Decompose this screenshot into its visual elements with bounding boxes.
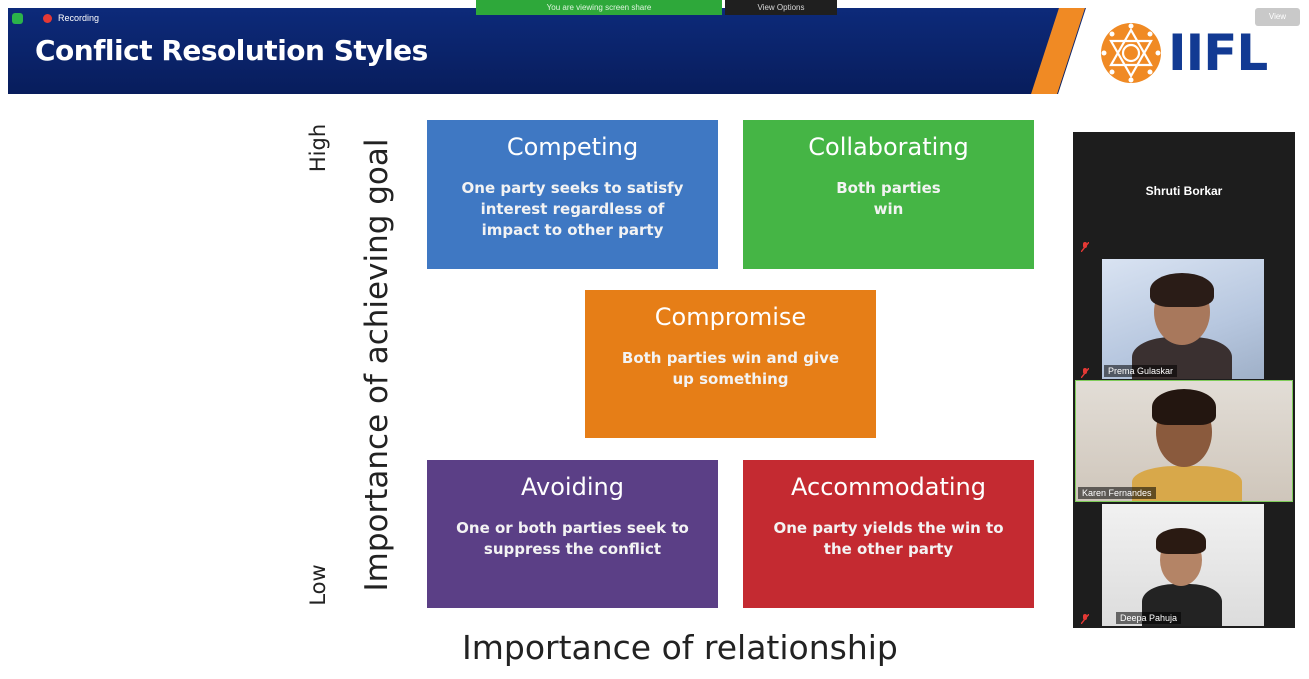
screen-share-banner: You are viewing screen share	[476, 0, 722, 15]
iifl-logo-icon	[1101, 23, 1161, 83]
participant-name-shruti[interactable]: Shruti Borkar	[1145, 184, 1223, 198]
slide-title: Conflict Resolution Styles	[35, 34, 428, 67]
quadrant-name: Avoiding	[521, 473, 624, 501]
participant-name-label: Prema Gulaskar	[1104, 365, 1178, 377]
recording-indicator[interactable]: Recording	[12, 10, 99, 26]
participant-name-label: Karen Fernandes	[1078, 487, 1156, 499]
quadrant-description: Both parties win	[836, 179, 941, 218]
title-banner	[8, 8, 1088, 94]
quadrant-accommodating: Accommodating One party yields the win t…	[743, 460, 1034, 608]
quadrant-description: Both parties win and give up something	[621, 349, 840, 388]
quadrant-description: One party seeks to satisfy interest rega…	[461, 179, 684, 239]
quadrant-name: Competing	[506, 133, 639, 161]
quadrant-name: Accommodating	[791, 473, 986, 501]
quadrant-competing: Competing One party seeks to satisfy int…	[427, 120, 718, 269]
participant-name-label: Deepa Pahuja	[1116, 612, 1182, 624]
video-tile-deepa[interactable]: Deepa Pahuja	[1102, 504, 1264, 626]
quadrant-collaborating: Collaborating Both parties win	[743, 120, 1034, 269]
recording-label: Recording	[58, 13, 100, 23]
video-tile-karen[interactable]: Karen Fernandes	[1075, 380, 1293, 502]
mic-muted-icon	[1081, 242, 1089, 252]
mic-muted-icon	[1081, 368, 1089, 378]
quadrant-description: One or both parties seek to suppress the…	[456, 519, 689, 558]
quadrant-name: Collaborating	[808, 133, 969, 161]
security-shield-icon[interactable]	[12, 12, 23, 24]
slide-header: Recording You are viewing screen share V…	[0, 0, 1309, 95]
quadrant-description: One party yields the win to the other pa…	[773, 519, 1004, 558]
iifl-logo-text: IIFL	[1168, 24, 1268, 82]
video-tile-prema[interactable]: Prema Gulaskar	[1102, 259, 1264, 379]
quadrant-compromise: Compromise Both parties win and give up …	[585, 290, 876, 438]
x-axis-title: Importance of relationship	[462, 628, 898, 667]
video-gallery-panel[interactable]: Shruti Borkar Prema Gulaskar Karen Ferna…	[1073, 132, 1295, 628]
y-axis-high-label: High	[306, 123, 330, 173]
quadrant-avoiding: Avoiding One or both parties seek to sup…	[427, 460, 718, 608]
recording-dot-icon	[43, 13, 52, 23]
y-axis-title: Importance of achieving goal	[359, 138, 395, 592]
view-button[interactable]: View	[1255, 8, 1300, 26]
quadrant-name: Compromise	[654, 303, 807, 331]
mic-muted-icon	[1081, 614, 1089, 624]
y-axis-low-label: Low	[306, 564, 330, 606]
view-options-button[interactable]: View Options	[725, 0, 837, 15]
